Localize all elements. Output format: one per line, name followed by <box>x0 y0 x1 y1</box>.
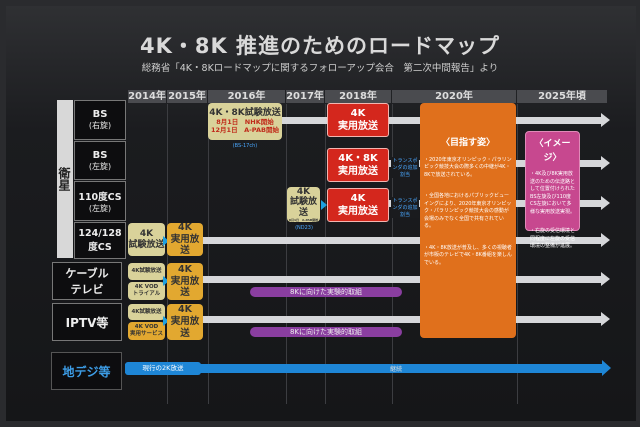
trial-2016-box: 4K・8K試験放送 8月1日 NHK開始 12月1日 A-PAB開始 <box>208 103 282 140</box>
image-item: ・右旋の受信環境と同程度に左旋の受信環境の整備が進展。 <box>530 228 576 249</box>
year-2014: 2014年 <box>128 90 166 103</box>
row-label: テレビ <box>70 283 104 296</box>
column-divider <box>208 104 209 404</box>
row-124cs: 124/128 度CS <box>74 222 126 259</box>
transponder-note: トランスポンダの追加割当 <box>391 157 419 178</box>
row-cable: ケーブルテレビ <box>52 262 122 300</box>
box-line: 4K <box>350 108 366 119</box>
row-sublabel: (左旋) <box>88 161 112 171</box>
red-box-bs-right: 4K 実用放送 <box>327 103 389 137</box>
box-line: 実用放送 <box>170 316 200 339</box>
transition-arrow-icon <box>163 316 169 326</box>
arrow-head <box>602 360 611 376</box>
goal-heading: 〈目指す姿〉 <box>440 138 495 148</box>
box-line: 4K <box>350 193 366 204</box>
box-line: 試験放送 <box>289 197 317 219</box>
box-line: 8月1日 NHK開始 <box>216 118 274 127</box>
box-line: 4K <box>178 221 192 233</box>
image-heading: 〈イメージ〉 <box>534 139 571 163</box>
row-bs-right: BS(右旋) <box>74 100 126 140</box>
image-panel: 〈イメージ〉 ・4K及び8K実用放送のための伝送路として位置付けられたBS左旋及… <box>525 131 580 249</box>
subtitle: 総務省「4K・8Kロードマップに関するフォローアップ会合 第二次中間報告」より <box>141 63 499 74</box>
row-label: 度CS <box>88 242 112 253</box>
row-label: 110度CS <box>78 191 122 203</box>
row-iptv: IPTV等 <box>52 303 122 341</box>
box-line: 実用放送 <box>338 166 378 177</box>
box-title: 4K・8K試験放送 <box>209 108 281 119</box>
iptv-trial-box: 4K試験放送 <box>128 304 165 320</box>
year-2020: 2020年 <box>392 90 516 103</box>
row-sublabel: (右旋) <box>88 121 112 130</box>
year-2015: 2015年 <box>167 90 207 103</box>
transition-arrow-icon <box>321 200 327 210</box>
box-line: 4K <box>178 263 192 275</box>
box-line: 4K VOD <box>134 284 159 291</box>
box-line: 実用サービス <box>129 331 163 337</box>
row-110cs: 110度CS(左旋) <box>74 181 126 221</box>
transition-arrow-icon <box>163 276 169 286</box>
box-line: 4K <box>139 228 154 239</box>
row-label: 124/128 <box>78 228 122 239</box>
row-sublabel: (左旋) <box>88 203 112 213</box>
box-line: 4K VOD <box>134 324 159 331</box>
column-divider <box>286 104 287 404</box>
channel-note: (ND23) <box>295 225 313 231</box>
page-title: 4K・8K 推進のためのロードマップ <box>139 34 501 58</box>
current-2k-label: 現行の2K放送 <box>125 362 201 375</box>
terrestrial-arrow <box>125 364 602 373</box>
box-line: 実用放送 <box>338 121 378 132</box>
goal-item: ・4K・8K放送が普及し、多くの視聴者が市販のテレビで4K・8K番組を楽しんでい… <box>424 244 512 266</box>
row-label: BS <box>92 109 108 120</box>
row-terrestrial: 地デジ等 <box>51 352 122 390</box>
8k-experiment-bar: 8Kに向けた実験的取組 <box>250 287 402 297</box>
year-2017: 2017年 <box>286 90 324 103</box>
red-box-110cs: 4K 実用放送 <box>327 188 389 222</box>
image-item: ・4K及び8K実用放送のための伝送路として位置付けられたBS左旋及び110度CS… <box>530 171 576 215</box>
column-divider <box>325 104 326 404</box>
goal-item: ・全国各地におけるパブリックビューイングにより、2020年東京オリンピック・パラ… <box>424 193 512 229</box>
row-label: ケーブル <box>65 267 109 280</box>
goal-panel: 〈目指す姿〉 ・2020年東京オリンピック・パラリンピック競技大会の際多くの中継… <box>420 103 516 338</box>
year-2025: 2025年頃 <box>517 90 607 103</box>
channel-note: (BS-17ch) <box>232 143 258 149</box>
column-divider <box>392 104 393 404</box>
box-line: 実用放送 <box>338 206 378 217</box>
red-box-bs-left: 4K・8K 実用放送 <box>327 148 389 182</box>
row-bs-left: BS(左旋) <box>74 141 126 180</box>
cable-trial-box: 4K試験放送 <box>128 263 165 280</box>
box-line: 4K・8K <box>338 153 378 164</box>
timeline-arrow <box>202 312 610 326</box>
goal-item: ・2020年東京オリンピック・パラリンピック競技大会の際多くの中継が4K・8Kで… <box>424 156 512 178</box>
year-2016: 2016年 <box>208 90 285 103</box>
year-2018: 2018年 <box>325 90 391 103</box>
box-line: 12月1日 A-PAB開始 <box>211 125 279 134</box>
box-line: 4K <box>296 186 311 197</box>
box-line: 4K <box>178 304 192 316</box>
box-line: トライアル <box>132 291 161 297</box>
column-divider <box>517 104 518 404</box>
continue-label: 継続 <box>390 366 403 373</box>
box-line: 試験放送 <box>128 239 165 250</box>
row-label: BS <box>92 149 108 161</box>
box-line: 8月1日 A-PAB開始 <box>288 217 319 222</box>
8k-experiment-bar: 8Kに向けた実験的取組 <box>250 327 402 337</box>
timeline-arrow <box>202 233 610 247</box>
satellite-group-label: 衛星 <box>57 100 73 258</box>
box-line: 実用放送 <box>170 233 200 257</box>
transition-arrow-icon <box>163 236 169 246</box>
timeline-arrow <box>202 272 610 286</box>
transponder-note: トランスポンダの追加割当 <box>391 197 419 218</box>
box-line: 実用放送 <box>170 275 200 299</box>
